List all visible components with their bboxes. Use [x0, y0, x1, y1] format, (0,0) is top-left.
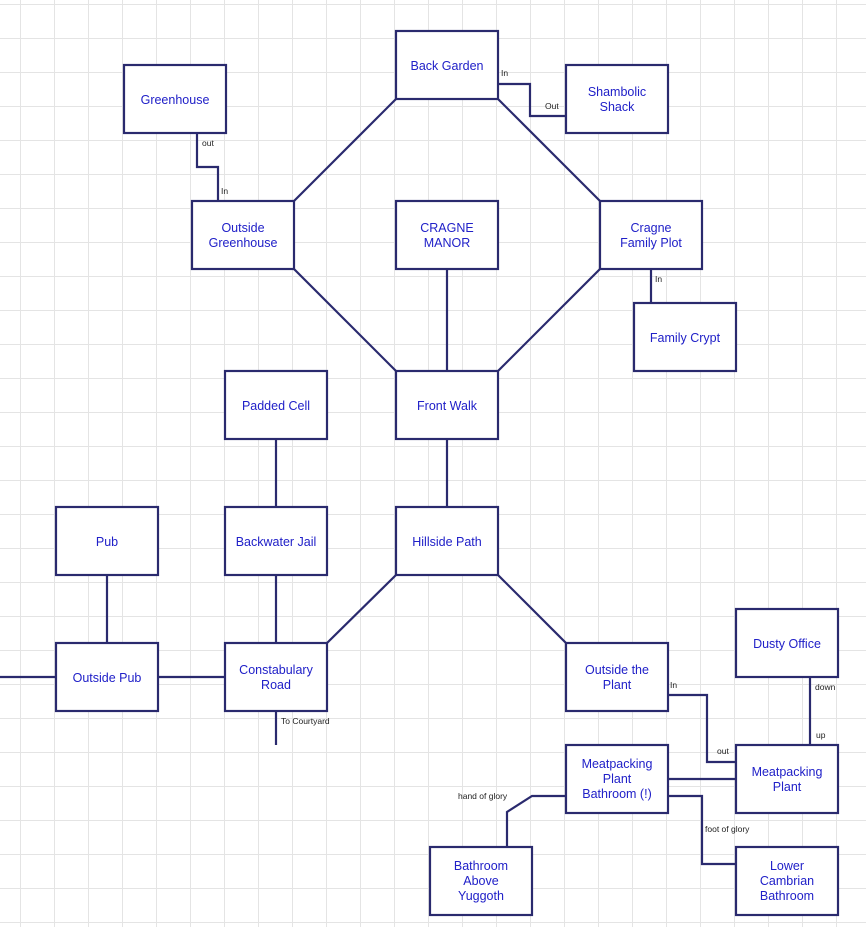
room-label-line3: Bathroom: [760, 889, 814, 903]
room-label: Pub: [96, 535, 118, 549]
room-label-line2: Road: [261, 678, 291, 692]
room-shambolic-shack: Shambolic Shack: [564, 63, 670, 135]
label-greenhouse-out: out: [202, 138, 214, 148]
room-label-line2: Plant: [603, 678, 632, 692]
room-cragne-manor: CRAGNE MANOR: [394, 199, 500, 271]
connection-greenhouse-outside-greenhouse: [195, 133, 220, 201]
label-outside-plant-in: In: [670, 680, 677, 690]
room-outside-the-plant: Outside the Plant: [564, 641, 670, 713]
room-pub: Pub: [54, 505, 160, 577]
connection-back-garden-outside-greenhouse: [293, 98, 397, 202]
room-label: Family Crypt: [650, 331, 721, 345]
room-lower-cambrian-bathroom: Lower Cambrian Bathroom: [734, 845, 840, 917]
room-label-line2: Shack: [600, 100, 635, 114]
room-backwater-jail: Backwater Jail: [223, 505, 329, 577]
connection-hillside-constabulary: [326, 574, 397, 644]
room-label-line1: Constabulary: [239, 663, 313, 677]
room-label: Padded Cell: [242, 399, 310, 413]
connection-labels: In Out out In In To Courtyard In out dow…: [202, 68, 836, 834]
room-dusty-office: Dusty Office: [734, 607, 840, 679]
room-label-line1: Lower: [770, 859, 804, 873]
room-label-line3: Bathroom (!): [582, 787, 651, 801]
room-outside-greenhouse: Outside Greenhouse: [190, 199, 296, 271]
room-cragne-family-plot: Cragne Family Plot: [598, 199, 704, 271]
room-label-line1: Outside: [221, 221, 264, 235]
label-to-courtyard: To Courtyard: [281, 716, 330, 726]
connection-back-garden-shack: [498, 82, 566, 118]
connection-back-garden-family-plot: [497, 98, 601, 202]
room-label-line2: MANOR: [424, 236, 471, 250]
connection-family-plot-front-walk: [497, 268, 601, 372]
room-label: Outside Pub: [73, 671, 142, 685]
room-label-line1: CRAGNE: [420, 221, 473, 235]
room-label-line3: Yuggoth: [458, 889, 504, 903]
room-hillside-path: Hillside Path: [394, 505, 500, 577]
label-back-garden-in: In: [501, 68, 508, 78]
room-label: Front Walk: [417, 399, 478, 413]
room-family-crypt: Family Crypt: [632, 301, 738, 373]
connection-hillside-outside-plant: [497, 574, 567, 644]
connection-bathroom-yuggoth: [505, 794, 566, 847]
room-label: Greenhouse: [141, 93, 210, 107]
room-label-line2: Greenhouse: [209, 236, 278, 250]
room-label-line2: Cambrian: [760, 874, 814, 888]
room-label-line2: Plant: [773, 780, 802, 794]
label-dusty-office-down: down: [815, 682, 836, 692]
room-label-line2: Plant: [603, 772, 632, 786]
room-label: Backwater Jail: [236, 535, 317, 549]
room-label: Dusty Office: [753, 637, 821, 651]
room-back-garden: Back Garden: [394, 29, 500, 101]
room-label-line1: Outside the: [585, 663, 649, 677]
label-shack-out: Out: [545, 101, 559, 111]
room-greenhouse: Greenhouse: [122, 63, 228, 135]
room-outside-pub: Outside Pub: [54, 641, 160, 713]
room-label-line1: Cragne: [631, 221, 672, 235]
room-label: Hillside Path: [412, 535, 482, 549]
room-label-line1: Meatpacking: [582, 757, 653, 771]
label-family-plot-in: In: [655, 274, 662, 284]
room-bathroom-above-yuggoth: Bathroom Above Yuggoth: [428, 845, 534, 917]
label-foot-of-glory: foot of glory: [705, 824, 750, 834]
room-front-walk: Front Walk: [394, 369, 500, 441]
room-label-line1: Meatpacking: [752, 765, 823, 779]
label-hand-of-glory: hand of glory: [458, 791, 508, 801]
room-label: Back Garden: [411, 59, 484, 73]
room-meatpacking-plant: Meatpacking Plant: [734, 743, 840, 815]
room-meatpacking-plant-bathroom: Meatpacking Plant Bathroom (!): [564, 743, 670, 815]
room-label-line1: Shambolic: [588, 85, 646, 99]
label-meatpacking-up: up: [816, 730, 826, 740]
room-label-line2: Family Plot: [620, 236, 682, 250]
room-padded-cell: Padded Cell: [223, 369, 329, 441]
room-constabulary-road: Constabulary Road: [223, 641, 329, 713]
label-meatpacking-out: out: [717, 746, 729, 756]
room-label-line2: Above: [463, 874, 498, 888]
connection-outside-greenhouse-front-walk: [293, 268, 397, 372]
connections: [0, 82, 812, 866]
connection-outside-plant-meatpacking: [668, 693, 736, 764]
label-outside-greenhouse-in: In: [221, 186, 228, 196]
connection-bathroom-cambrian: [668, 794, 736, 866]
room-label-line1: Bathroom: [454, 859, 508, 873]
